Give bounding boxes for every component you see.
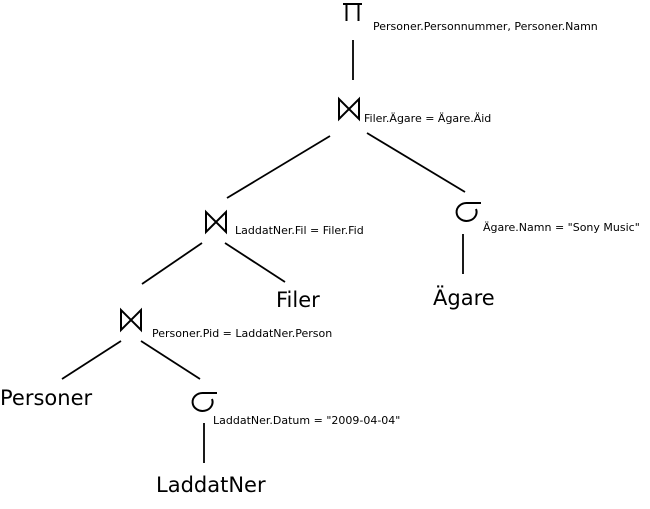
- join-node-owner: Filer.Ägare = Ägare.Äid: [338, 96, 491, 125]
- edge-join3-personer: [61, 340, 122, 380]
- edge-join1-join2: [226, 135, 331, 199]
- bowtie-symbol: [338, 96, 360, 122]
- sigma-symbol: [455, 201, 481, 222]
- relation-agare: Ägare: [433, 285, 495, 310]
- pi-symbol: [343, 3, 362, 21]
- selection-condition-owner: Ägare.Namn = "Sony Music": [483, 221, 640, 234]
- projection-attributes: Personer.Personnummer, Personer.Namn: [373, 20, 598, 33]
- join-condition-owner: Filer.Ägare = Ägare.Äid: [364, 112, 491, 125]
- edge-join2-filer: [224, 242, 286, 283]
- edge-join2-join3: [141, 242, 203, 285]
- selection-node-owner: Ägare.Namn = "Sony Music": [455, 201, 640, 234]
- bowtie-symbol: [120, 307, 142, 333]
- join-condition-person: Personer.Pid = LaddatNer.Person: [152, 327, 332, 340]
- edge-join3-selection-date: [140, 340, 201, 380]
- join-condition-file: LaddatNer.Fil = Filer.Fid: [235, 224, 364, 237]
- projection-node: Personer.Personnummer, Personer.Namn: [343, 3, 598, 33]
- relation-personer: Personer: [0, 386, 92, 410]
- edge-join1-selection-owner: [366, 132, 466, 193]
- selection-node-date: LaddatNer.Datum = "2009-04-04": [191, 391, 400, 427]
- sigma-symbol: [191, 391, 217, 412]
- join-node-person: Personer.Pid = LaddatNer.Person: [120, 307, 332, 340]
- bowtie-symbol: [205, 209, 227, 235]
- join-node-file: LaddatNer.Fil = Filer.Fid: [205, 209, 364, 237]
- relation-laddatner: LaddatNer: [156, 473, 266, 497]
- relation-filer: Filer: [276, 288, 320, 312]
- selection-condition-date: LaddatNer.Datum = "2009-04-04": [213, 414, 400, 427]
